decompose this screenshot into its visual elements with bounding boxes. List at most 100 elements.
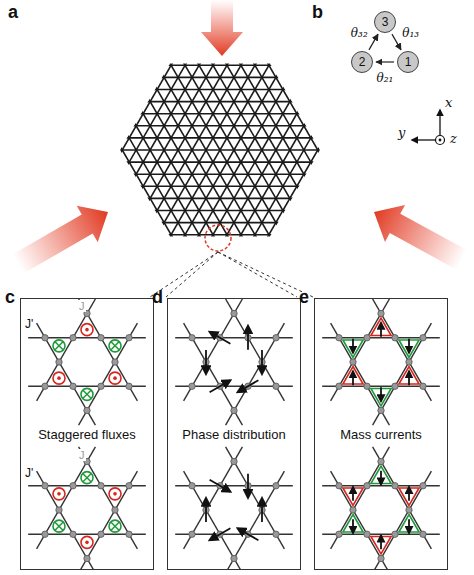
flux-in-cross [111, 522, 119, 530]
current-arrow [380, 387, 382, 401]
flux-out-dot [57, 492, 61, 496]
kagome-bond [37, 471, 96, 569]
phase-arrow [261, 498, 263, 522]
flux-in-cross [83, 390, 91, 398]
lattice-site [231, 458, 237, 464]
kagome-bond [37, 447, 96, 549]
phase-label: θ₂₁ [377, 72, 394, 85]
lattice-line [80, 270, 360, 272]
phase-arrow [261, 350, 263, 374]
lattice-site [273, 335, 279, 341]
flux-out [53, 372, 65, 384]
lattice-site [112, 507, 118, 513]
axis-label: y [398, 126, 405, 140]
phase-arrow [247, 326, 249, 350]
phase-link [369, 34, 378, 50]
panel-caption: Mass currents [337, 426, 425, 443]
flux-out-dot [85, 541, 89, 545]
lattice-site [126, 383, 132, 389]
lattice-site [231, 310, 237, 316]
lattice-site [420, 383, 426, 389]
lattice-site [406, 507, 412, 513]
lattice-site [98, 483, 104, 489]
laser-beam [201, 0, 243, 56]
kagome-cell [322, 299, 440, 425]
current-arrow [352, 519, 354, 533]
panel-caption: Phase distribution [179, 426, 288, 443]
lattice-site [378, 310, 384, 316]
lattice-site [392, 383, 398, 389]
kagome-bond [226, 471, 285, 569]
lattice-line [66, 0, 206, 223]
phase-arrow [210, 380, 231, 392]
kagome-bond [331, 447, 390, 549]
lattice-site [56, 507, 62, 513]
kagome-cell [28, 447, 146, 569]
current-arrow [352, 371, 354, 385]
lattice-site [70, 383, 76, 389]
phase-arrow [238, 528, 259, 540]
current-arrow [408, 519, 410, 533]
lattice-site [392, 483, 398, 489]
panel-box: Staggered fluxes [20, 298, 154, 570]
lattice-site [336, 383, 342, 389]
kagome-bond [373, 299, 432, 401]
phase-arrow [205, 498, 207, 522]
kagome-bond [37, 299, 96, 401]
kagome-bond [184, 471, 243, 569]
lattice-site [364, 335, 370, 341]
kagome-bond [184, 323, 243, 425]
lattice-line [80, 89, 360, 91]
kagome-bond [331, 323, 390, 425]
lattice-site [392, 531, 398, 537]
lattice-site [336, 335, 342, 341]
kagome-cell [322, 447, 440, 569]
lattice-site [350, 507, 356, 513]
coupling-label: J' [24, 318, 34, 331]
kagome-cell [28, 299, 146, 425]
lattice-site [70, 335, 76, 341]
site-circle: 2 [351, 51, 373, 73]
flux-out [81, 324, 93, 336]
current-arrow [352, 339, 354, 353]
flux-out-dot [57, 376, 61, 380]
kagome-bond [79, 471, 138, 569]
lattice-site [189, 383, 195, 389]
lattice-line [80, 113, 360, 115]
kagome-bond [226, 323, 285, 425]
flux-in [109, 520, 121, 532]
lattice-site [126, 531, 132, 537]
flux-in [53, 520, 65, 532]
current-arrow [380, 471, 382, 485]
flux-out [81, 536, 93, 548]
lattice-line [80, 234, 360, 236]
lattice-site [273, 383, 279, 389]
lattice-site [378, 458, 384, 464]
lattice-site [42, 383, 48, 389]
kagome-bond [226, 299, 285, 401]
panel-box: Mass currents [314, 298, 448, 570]
kagome-cell [175, 299, 293, 425]
lattice-site [70, 531, 76, 537]
phase-arrow [247, 474, 249, 498]
kagome-bond [331, 299, 390, 401]
lattice-site [189, 531, 195, 537]
lattice-line [234, 0, 374, 223]
zoom-circle [205, 225, 231, 251]
lattice-line [80, 210, 360, 212]
lattice-line [80, 246, 360, 248]
lattice-site [364, 531, 370, 537]
site-circle: 1 [397, 51, 419, 73]
lattice-site [406, 359, 412, 365]
axis-z-dot [439, 139, 442, 142]
zoom-leader [218, 252, 313, 297]
lattice-site [126, 335, 132, 341]
lattice-site [378, 407, 384, 413]
lattice-site [84, 555, 90, 561]
current-arrow [408, 371, 410, 385]
lattice-site [364, 383, 370, 389]
kagome-bond [79, 299, 138, 401]
panel-letter: c [5, 288, 15, 308]
lattice-site [42, 483, 48, 489]
flux-out-dot [113, 376, 117, 380]
